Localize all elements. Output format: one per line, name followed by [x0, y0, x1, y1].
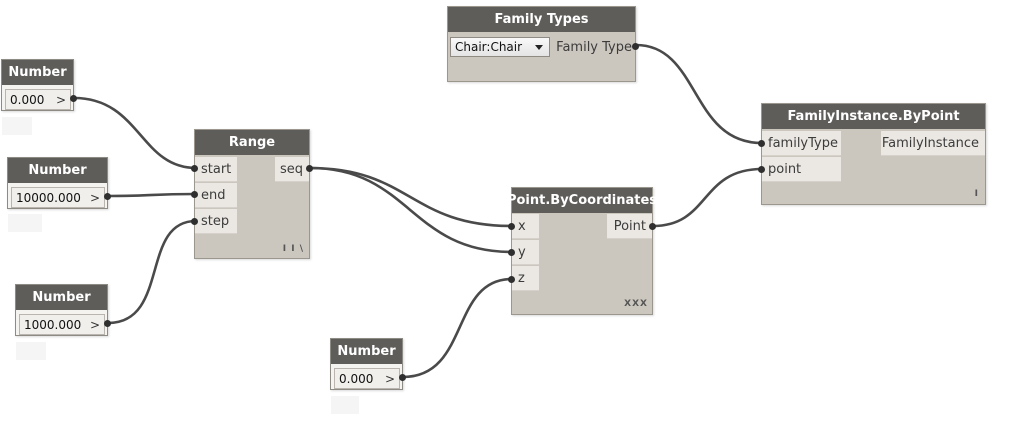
- output-port-seq[interactable]: seq: [275, 157, 309, 182]
- wire-number3-to-range-step[interactable]: [107, 219, 197, 325]
- port-label: familyType: [768, 135, 838, 151]
- port-label: seq: [279, 161, 303, 177]
- lacing-indicator[interactable]: I: [974, 189, 979, 199]
- output-port-dot[interactable]: [104, 193, 111, 200]
- wire-number4-to-point-z[interactable]: [402, 277, 513, 379]
- wire-range-seq-to-point-x[interactable]: [309, 166, 513, 228]
- family-instance-by-point-node[interactable]: FamilyInstance.ByPoint familyType point …: [758, 103, 986, 205]
- output-port-dot[interactable]: [306, 165, 313, 172]
- output-port-dot[interactable]: [632, 43, 639, 50]
- node-title[interactable]: Number: [331, 339, 402, 364]
- port-label: Point: [613, 218, 646, 234]
- node-title[interactable]: Family Types: [448, 7, 635, 32]
- dropdown-selected-value: Chair:Chair: [455, 40, 523, 54]
- input-port-step[interactable]: step: [195, 209, 237, 234]
- number-node-4[interactable]: Number 0.000 >: [330, 338, 406, 390]
- input-port-dot[interactable]: [191, 165, 198, 172]
- expand-arrow-icon[interactable]: >: [89, 317, 101, 332]
- port-label: start: [201, 161, 232, 177]
- input-port-point[interactable]: point: [762, 157, 841, 182]
- port-label: point: [768, 161, 802, 177]
- input-port-start[interactable]: start: [195, 157, 237, 182]
- lacing-indicator[interactable]: XXX: [624, 299, 648, 309]
- node-body: [448, 59, 635, 81]
- input-port-x[interactable]: x: [512, 214, 539, 239]
- output-port-dot[interactable]: [399, 374, 406, 381]
- port-label: step: [201, 213, 230, 229]
- preview-bubble: [16, 342, 46, 360]
- input-port-dot[interactable]: [508, 249, 515, 256]
- number-input[interactable]: 10000.000 >: [11, 187, 105, 208]
- number-node-1[interactable]: Number 0.000 >: [1, 59, 77, 111]
- range-node[interactable]: Range start end step seq I I \: [191, 129, 313, 259]
- number-value: 0.000: [10, 92, 45, 107]
- family-type-dropdown[interactable]: Chair:Chair: [450, 37, 550, 57]
- port-label: z: [518, 270, 525, 286]
- preview-bubble: [2, 117, 32, 135]
- node-title[interactable]: Range: [195, 130, 309, 155]
- expand-arrow-icon[interactable]: >: [55, 92, 67, 107]
- output-port-familyinstance[interactable]: FamilyInstance: [881, 131, 985, 156]
- output-port-dot[interactable]: [104, 320, 111, 327]
- chevron-down-icon: [535, 45, 543, 50]
- expand-arrow-icon[interactable]: >: [89, 190, 101, 205]
- number-node-2[interactable]: Number 10000.000 >: [7, 157, 111, 209]
- output-port-family-type[interactable]: Family Type: [552, 34, 636, 60]
- port-label: x: [518, 218, 526, 234]
- wire-familytype-to-instance-familytype[interactable]: [635, 43, 763, 145]
- input-port-z[interactable]: z: [512, 266, 539, 291]
- input-port-y[interactable]: y: [512, 240, 539, 265]
- output-port-dot[interactable]: [70, 95, 77, 102]
- number-node-3[interactable]: Number 1000.000 >: [15, 284, 111, 336]
- input-port-dot[interactable]: [508, 276, 515, 283]
- port-label: FamilyInstance: [881, 135, 979, 151]
- input-port-dot[interactable]: [191, 218, 198, 225]
- wire-range-seq-to-point-y[interactable]: [309, 166, 513, 254]
- wire-number2-to-range-end[interactable]: [107, 192, 197, 198]
- input-port-dot[interactable]: [508, 223, 515, 230]
- number-value: 1000.000: [24, 317, 82, 332]
- number-value: 0.000: [339, 371, 374, 386]
- number-input[interactable]: 0.000 >: [334, 368, 400, 389]
- number-input[interactable]: 1000.000 >: [19, 314, 105, 335]
- number-input[interactable]: 0.000 >: [5, 89, 71, 110]
- node-title[interactable]: Number: [8, 158, 107, 183]
- node-title[interactable]: Number: [2, 60, 73, 85]
- point-by-coordinates-node[interactable]: Point.ByCoordinates x y z Point XXX: [507, 187, 657, 315]
- input-port-end[interactable]: end: [195, 183, 237, 208]
- input-port-familytype[interactable]: familyType: [762, 131, 841, 156]
- expand-arrow-icon[interactable]: >: [384, 371, 396, 386]
- number-value: 10000.000: [16, 190, 81, 205]
- input-port-dot[interactable]: [758, 140, 765, 147]
- wire-point-to-instance-point[interactable]: [652, 167, 763, 228]
- node-title[interactable]: Number: [16, 285, 107, 310]
- port-label: y: [518, 244, 526, 260]
- family-types-node[interactable]: Family Types Chair:Chair Family Type: [447, 6, 639, 82]
- lacing-indicator[interactable]: I I \: [282, 244, 304, 254]
- input-port-dot[interactable]: [191, 191, 198, 198]
- output-port-point[interactable]: Point: [607, 214, 652, 239]
- input-port-dot[interactable]: [758, 166, 765, 173]
- output-port-dot[interactable]: [649, 223, 656, 230]
- preview-bubble: [331, 396, 359, 414]
- port-label: end: [201, 187, 226, 203]
- node-title[interactable]: Point.ByCoordinates: [507, 188, 657, 213]
- node-title[interactable]: FamilyInstance.ByPoint: [762, 104, 985, 129]
- port-label: Family Type: [556, 39, 632, 55]
- preview-bubble: [8, 214, 42, 232]
